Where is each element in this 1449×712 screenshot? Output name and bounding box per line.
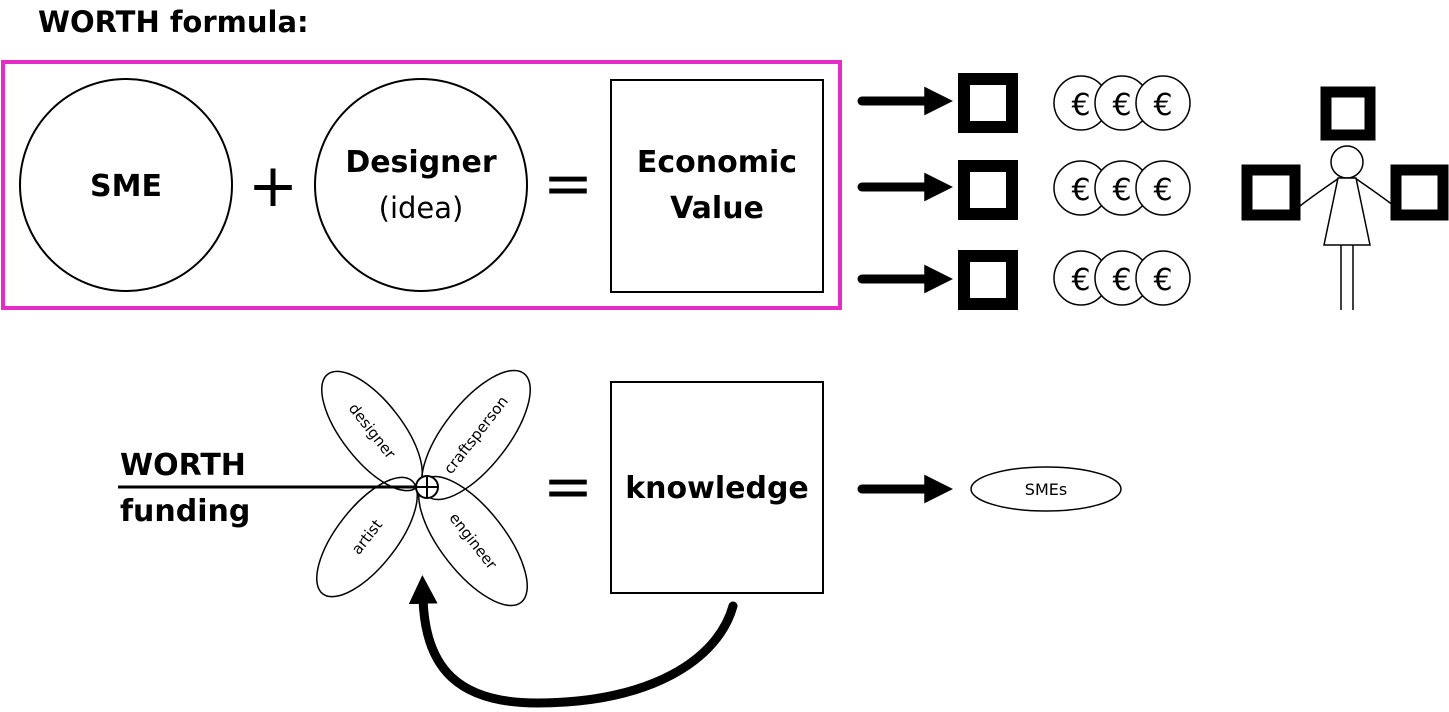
sme-circle: SME — [19, 78, 233, 292]
svg-text:€: € — [1112, 88, 1131, 123]
designer-label: Designer — [345, 145, 497, 180]
svg-text:designer: designer — [345, 400, 400, 463]
output-row: € € € — [857, 160, 1191, 220]
return-arrow-icon — [408, 574, 738, 708]
sme-label: SME — [90, 169, 162, 204]
svg-text:€: € — [1071, 88, 1090, 123]
euro-coin-icon: € — [1053, 160, 1109, 216]
designer-circle: Designer (idea) — [314, 78, 528, 292]
svg-text:€: € — [1112, 263, 1131, 298]
square-icon — [958, 160, 1018, 220]
svg-text:engineer: engineer — [445, 509, 501, 573]
funding-label-line1: WORTH — [120, 448, 246, 483]
svg-text:€: € — [1071, 263, 1090, 298]
formula-frame — [1, 60, 842, 310]
output-row: € € € — [857, 73, 1191, 133]
knowledge-equals-sign: = — [543, 452, 593, 522]
value-label: Value — [670, 191, 764, 226]
svg-text:€: € — [1112, 173, 1131, 208]
svg-text:€: € — [1153, 88, 1172, 123]
economic-label: Economic — [637, 145, 797, 180]
euro-coin-icon: € — [1094, 75, 1150, 131]
knowledge-box: knowledge — [610, 381, 824, 594]
output-row: € € € — [857, 250, 1191, 310]
euro-coin-icon: € — [1135, 160, 1191, 216]
svg-text:€: € — [1153, 173, 1172, 208]
square-icon — [1241, 164, 1301, 221]
formula-equals-sign: = — [543, 149, 593, 219]
funding-label-line2: funding — [120, 494, 250, 529]
svg-text:€: € — [1153, 263, 1172, 298]
euro-coin-icon: € — [1053, 250, 1109, 306]
euro-coin-icon: € — [1135, 75, 1191, 131]
petal-artist: artist — [316, 476, 418, 598]
square-icon — [958, 250, 1018, 310]
crosshair-icon — [415, 475, 439, 499]
svg-text:craftsperson: craftsperson — [440, 393, 512, 478]
square-icon — [1320, 86, 1376, 141]
svg-text:€: € — [1071, 173, 1090, 208]
diagram-title: WORTH formula: — [38, 5, 309, 39]
svg-text:artist: artist — [348, 516, 386, 558]
person-icon — [1241, 86, 1449, 310]
output-rows: € € € € € € € € € — [857, 73, 1191, 310]
euro-coin-icon: € — [1135, 250, 1191, 306]
square-icon — [958, 73, 1018, 133]
designer-sublabel: (idea) — [379, 191, 464, 225]
square-icon — [1390, 164, 1449, 221]
knowledge-label: knowledge — [625, 471, 809, 506]
plus-sign: + — [248, 151, 298, 221]
economic-value-box: Economic Value — [610, 79, 824, 293]
euro-coin-icon: € — [1053, 75, 1109, 131]
euro-coin-icon: € — [1094, 160, 1150, 216]
smes-ellipse: SMEs — [970, 466, 1122, 512]
smes-label: SMEs — [1025, 480, 1067, 499]
